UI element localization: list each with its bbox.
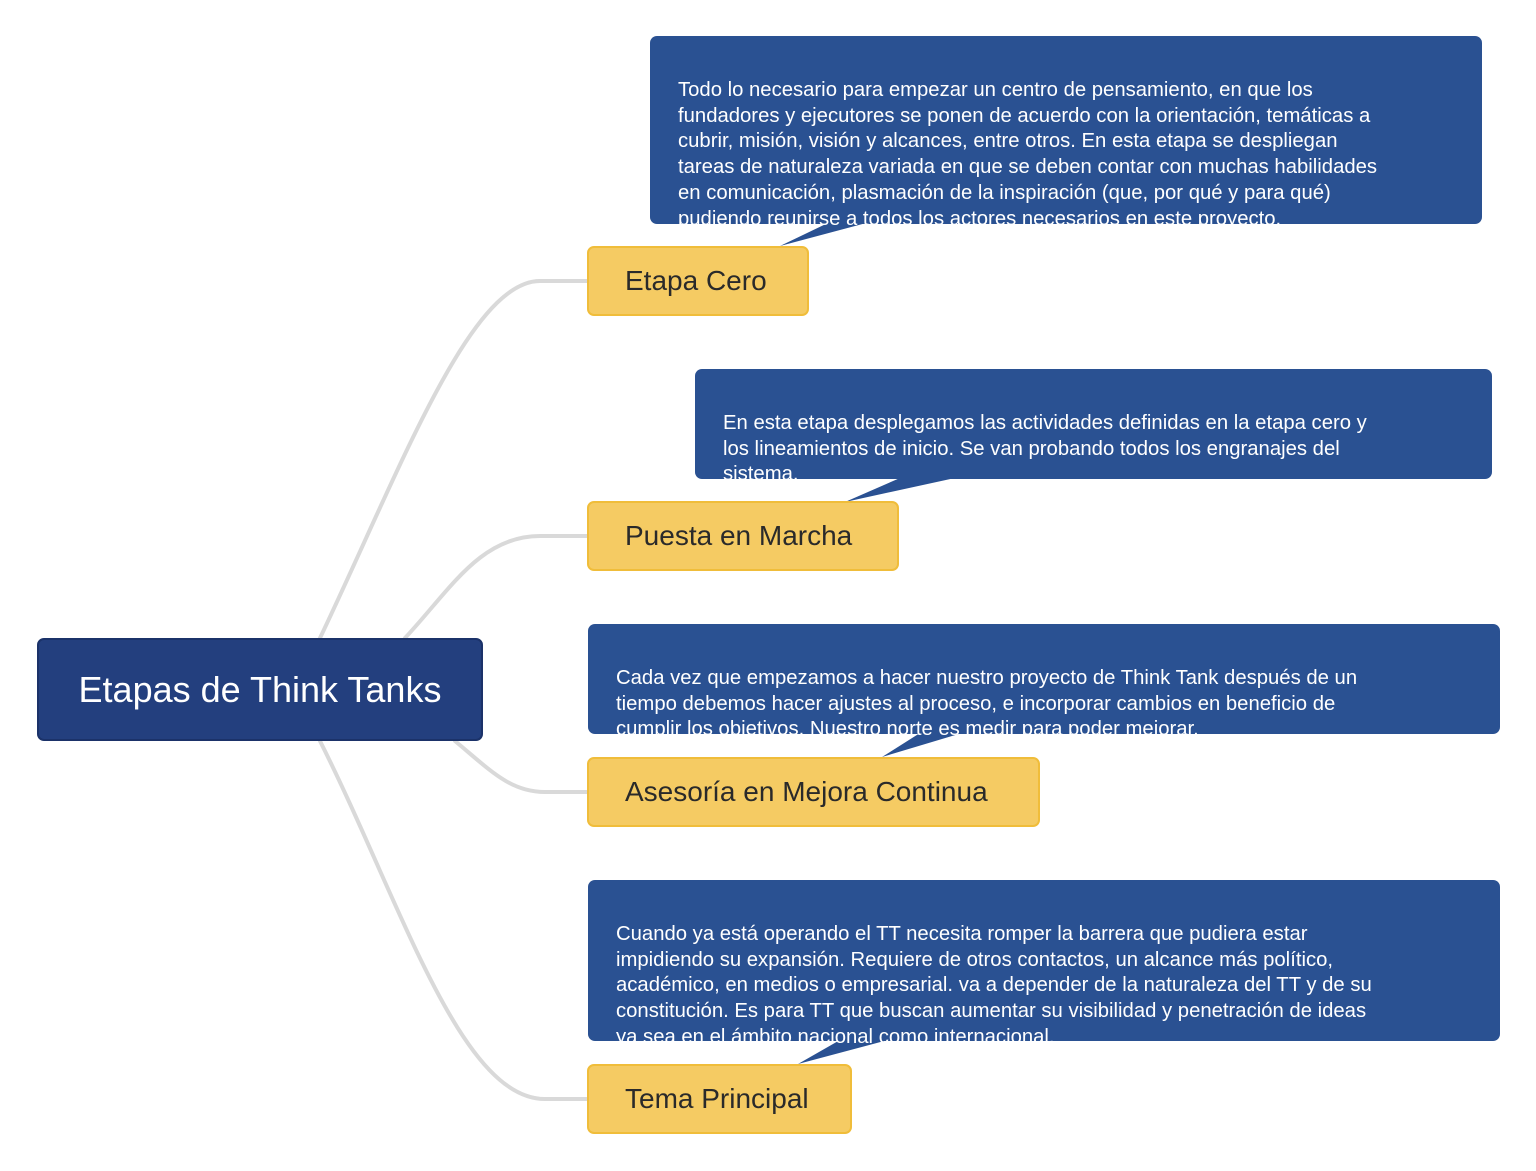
note-puesta-en-marcha-text: En esta etapa desplegamos las actividade…: [723, 411, 1367, 486]
connector-asesoria: [453, 739, 589, 794]
note-puesta-en-marcha: En esta etapa desplegamos las actividade…: [695, 369, 1492, 485]
topic-puesta-en-marcha-label: Puesta en Marcha: [625, 520, 853, 551]
note-asesoria-text: Cada vez que empezamos a hacer nuestro p…: [616, 666, 1358, 741]
note-etapa-cero: Todo lo necesario para empezar un centro…: [650, 36, 1482, 230]
callout-pointer-asesoria: [882, 733, 962, 757]
connector-tema-principal: [318, 739, 589, 1101]
connector-etapa-cero: [318, 279, 589, 640]
note-asesoria: Cada vez que empezamos a hacer nuestro p…: [588, 624, 1500, 740]
callout-pointer-puesta-en-marcha: [845, 478, 955, 502]
topic-asesoria[interactable]: Asesoría en Mejora Continua: [587, 757, 1040, 827]
topic-puesta-en-marcha[interactable]: Puesta en Marcha: [587, 501, 899, 571]
callout-pointer-etapa-cero: [780, 222, 870, 246]
connector-puesta-en-marcha: [403, 534, 589, 640]
topic-etapa-cero[interactable]: Etapa Cero: [587, 246, 809, 316]
root-topic[interactable]: Etapas de Think Tanks: [37, 638, 483, 741]
note-etapa-cero-text: Todo lo necesario para empezar un centro…: [678, 78, 1378, 230]
root-topic-label: Etapas de Think Tanks: [78, 668, 442, 710]
topic-etapa-cero-label: Etapa Cero: [625, 265, 767, 296]
note-tema-principal-text: Cuando ya está operando el TT necesita r…: [616, 922, 1372, 1048]
topic-tema-principal[interactable]: Tema Principal: [587, 1064, 852, 1134]
callout-pointer-tema-principal: [798, 1040, 888, 1064]
topic-asesoria-label: Asesoría en Mejora Continua: [625, 776, 988, 807]
topic-tema-principal-label: Tema Principal: [625, 1083, 809, 1114]
note-tema-principal: Cuando ya está operando el TT necesita r…: [588, 880, 1500, 1048]
